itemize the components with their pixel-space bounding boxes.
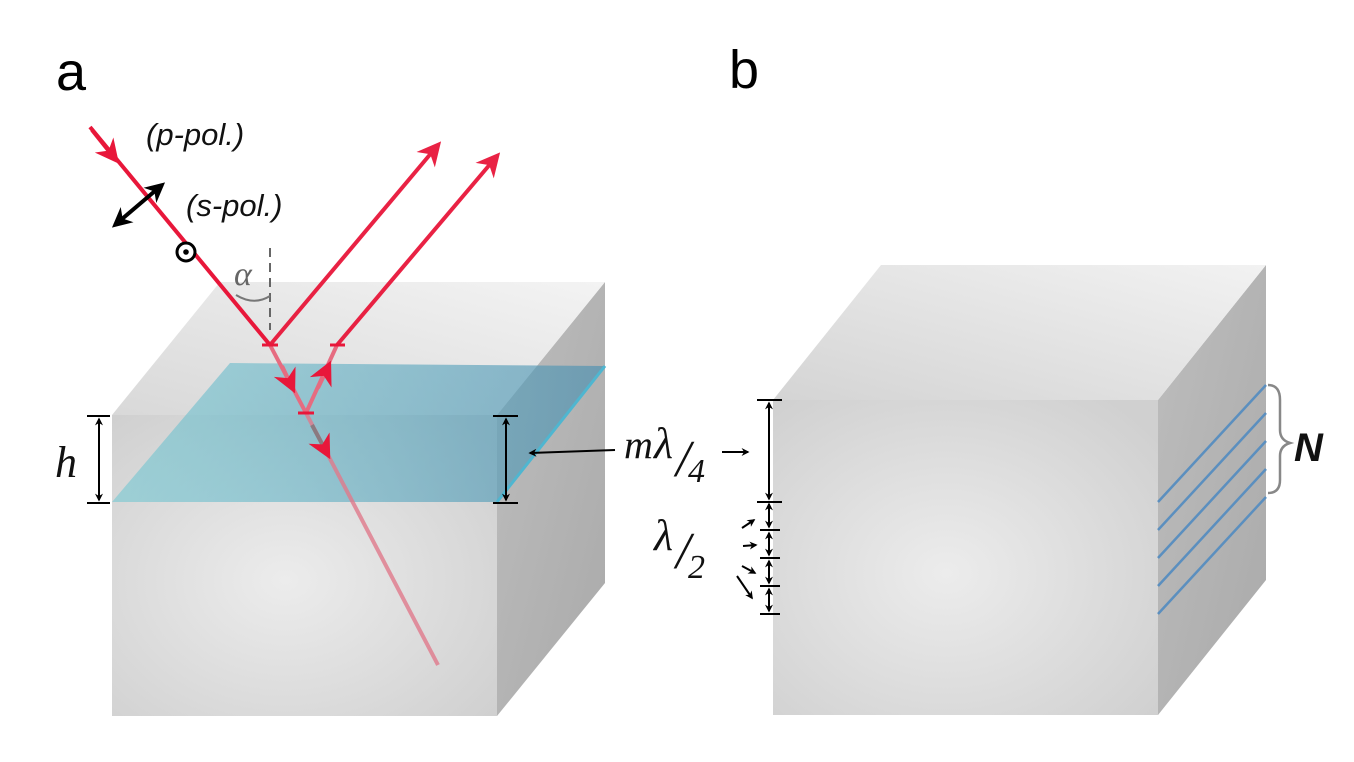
angle-arc (235, 294, 271, 302)
n-label: N (1294, 426, 1324, 470)
s-pol-label: (s-pol.) (186, 188, 282, 223)
block-b-top (773, 265, 1266, 400)
incident-beam-arrow (90, 128, 119, 164)
light-beams (88, 125, 501, 666)
p-pol-label: (p-pol.) (146, 117, 244, 152)
hw-pointer (742, 541, 758, 550)
alpha-label: α (234, 256, 253, 293)
internal-arrow-up (309, 360, 332, 389)
reflected-beam-2 (335, 152, 501, 347)
mq-denominator: 4 (688, 453, 705, 490)
hw-pointer (736, 575, 753, 600)
panel-a: a (55, 42, 750, 716)
s-pol-dot-center (183, 249, 189, 255)
film-top-surface (112, 363, 605, 502)
stack-layer (773, 496, 1267, 616)
n-brace (1267, 383, 1295, 495)
film-thickness-dimension: m λ / 4 (493, 415, 750, 504)
film-side-edge (495, 365, 607, 503)
mq-slash: / (673, 431, 695, 488)
multilayer-stack (773, 384, 1267, 616)
stack-layer (773, 384, 1267, 504)
hw-pointer (741, 565, 757, 574)
refracted-arrow-down (273, 365, 296, 394)
repeat-brace: N (1267, 383, 1324, 495)
stack-layer (773, 468, 1267, 588)
p-pol-arrow (111, 182, 166, 228)
hw-slash: / (673, 523, 695, 580)
half-wave-spacing-dimension: λ / 2 (652, 502, 780, 615)
hw-lambda: λ (652, 511, 673, 560)
incident-beam (88, 125, 272, 347)
block-b-side (1158, 265, 1266, 715)
mq-m: m (624, 422, 653, 467)
polarization-symbols: (p-pol.) (s-pol.) (111, 117, 282, 263)
stack-layer (773, 440, 1267, 560)
hw-denominator: 2 (688, 549, 705, 586)
mq-pointer-arrow (528, 448, 616, 457)
h-dimension: h (55, 415, 110, 504)
h-label: h (55, 438, 77, 487)
panel-b: b (652, 40, 1324, 715)
incidence-angle: α (234, 248, 271, 330)
mq-lambda: λ (652, 419, 673, 468)
b-top-dimension (757, 399, 782, 503)
hw-pointer (741, 519, 756, 529)
thin-film-layer (112, 363, 607, 504)
reflected-beam-1 (268, 141, 442, 347)
stack-layer (773, 412, 1267, 532)
substrate-block-b (773, 265, 1266, 715)
panel-b-letter: b (729, 40, 759, 100)
transmitted-arrow (308, 424, 331, 460)
panel-a-letter: a (56, 42, 87, 102)
